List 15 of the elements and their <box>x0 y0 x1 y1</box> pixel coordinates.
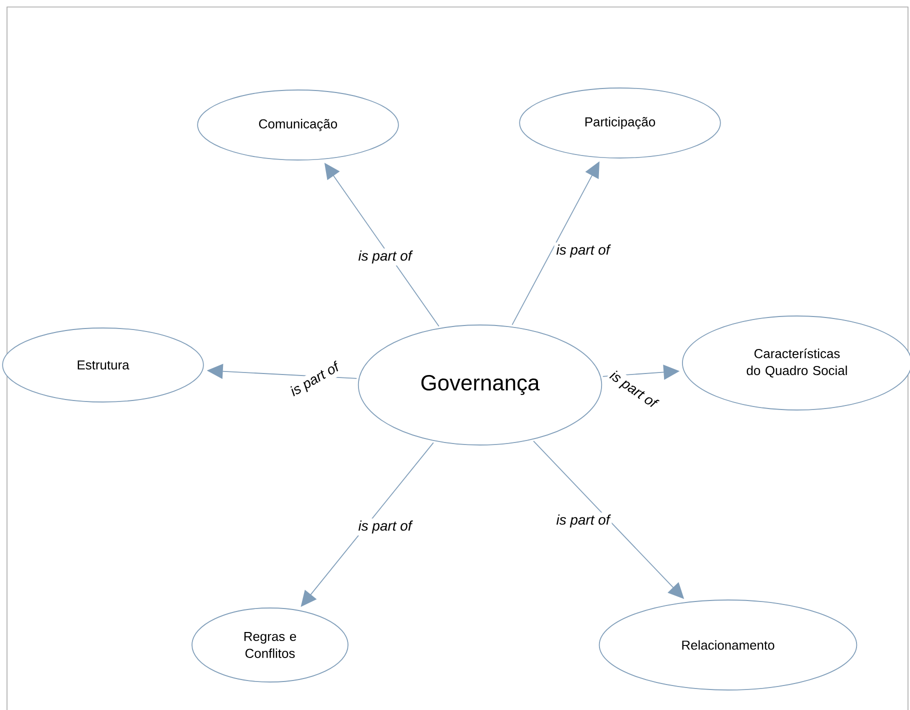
ellipse-node: Regras e Conflitos <box>192 608 348 682</box>
edge-label: is part of <box>554 242 612 260</box>
edge-label: is part of <box>604 366 662 414</box>
node-label: Características do Quadro Social <box>746 348 847 378</box>
ellipse-node: Estrutura <box>2 328 204 402</box>
edge-label: is part of <box>356 248 414 266</box>
ellipse-node: Características do Quadro Social <box>682 316 910 410</box>
ellipse-node: Participação <box>519 88 721 158</box>
ellipse-node: Governança <box>358 324 602 446</box>
edge-label: is part of <box>554 512 612 530</box>
edge-label: is part of <box>356 518 414 536</box>
edge-label: is part of <box>286 358 344 402</box>
ellipse-node: Relacionamento <box>598 600 858 690</box>
arrow <box>300 442 434 607</box>
ellipse-node: Comunicação <box>197 90 399 160</box>
